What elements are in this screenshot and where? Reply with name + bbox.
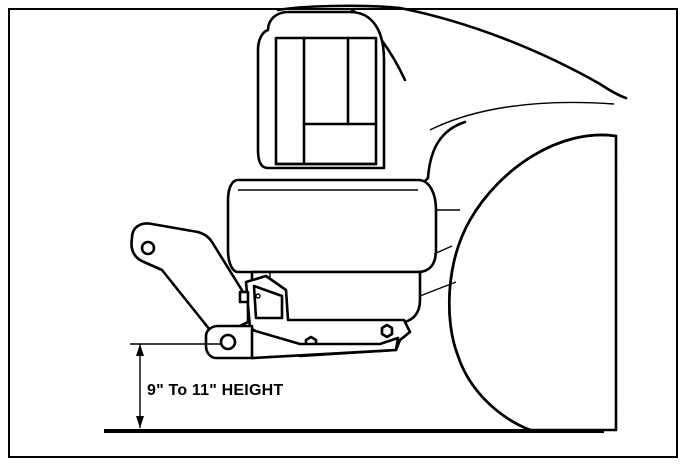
front-tire	[447, 133, 618, 432]
tow-hook-arm	[130, 222, 250, 332]
hitch-clevis	[204, 324, 400, 360]
height-dimension	[130, 343, 222, 428]
front-bumper	[226, 178, 460, 274]
radiator-grille	[256, 10, 386, 170]
height-label: 9" To 11" HEIGHT	[147, 382, 284, 399]
